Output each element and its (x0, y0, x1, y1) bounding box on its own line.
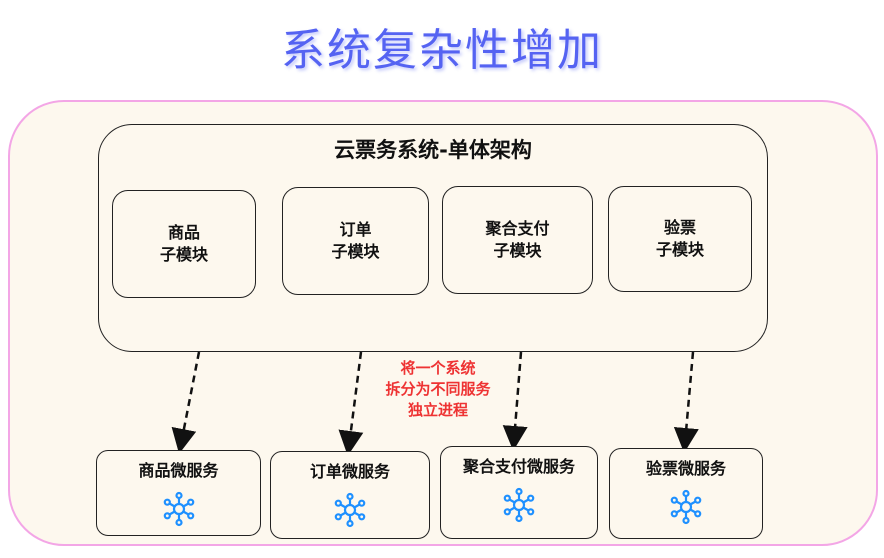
module-sublabel: 子模块 (159, 245, 208, 264)
monolith-title: 云票务系统-单体架构 (334, 138, 532, 162)
note-line: 将一个系统 (400, 359, 476, 377)
service-ticket-check: 验票微服务 (609, 448, 763, 539)
module-label: 聚合支付 (485, 219, 550, 238)
service-label: 商品微服务 (138, 461, 219, 480)
arrow-payment (502, 351, 528, 451)
module-sublabel: 子模块 (655, 240, 704, 259)
page-title: 系统复杂性增加 (281, 25, 603, 76)
module-label: 验票 (663, 218, 696, 237)
microservice-hub-icon (334, 492, 366, 528)
module-label: 订单 (339, 220, 372, 239)
note-line: 独立进程 (407, 401, 468, 419)
arrow-ticket-check (673, 351, 699, 453)
module-ticket-check: 验票子模块 (608, 186, 752, 292)
service-product: 商品微服务 (96, 450, 261, 536)
arrow-product (171, 351, 201, 454)
microservice-hub-icon (163, 491, 194, 527)
arrow-order (338, 351, 364, 456)
module-payment: 聚合支付子模块 (442, 186, 593, 294)
module-product: 商品子模块 (112, 190, 256, 298)
service-payment: 聚合支付微服务 (440, 446, 598, 539)
split-note: 将一个系统 拆分为不同服务 独立进程 (360, 358, 516, 421)
service-label: 订单微服务 (309, 462, 390, 481)
note-line: 拆分为不同服务 (385, 380, 491, 398)
module-sublabel: 子模块 (331, 242, 380, 261)
module-sublabel: 子模块 (493, 241, 542, 260)
service-order: 订单微服务 (270, 451, 430, 539)
module-label: 商品 (167, 223, 200, 242)
service-label: 验票微服务 (645, 459, 726, 478)
microservice-hub-icon (670, 489, 702, 525)
module-order: 订单子模块 (282, 187, 429, 295)
microservice-hub-icon (503, 487, 535, 523)
service-label: 聚合支付微服务 (462, 457, 575, 476)
